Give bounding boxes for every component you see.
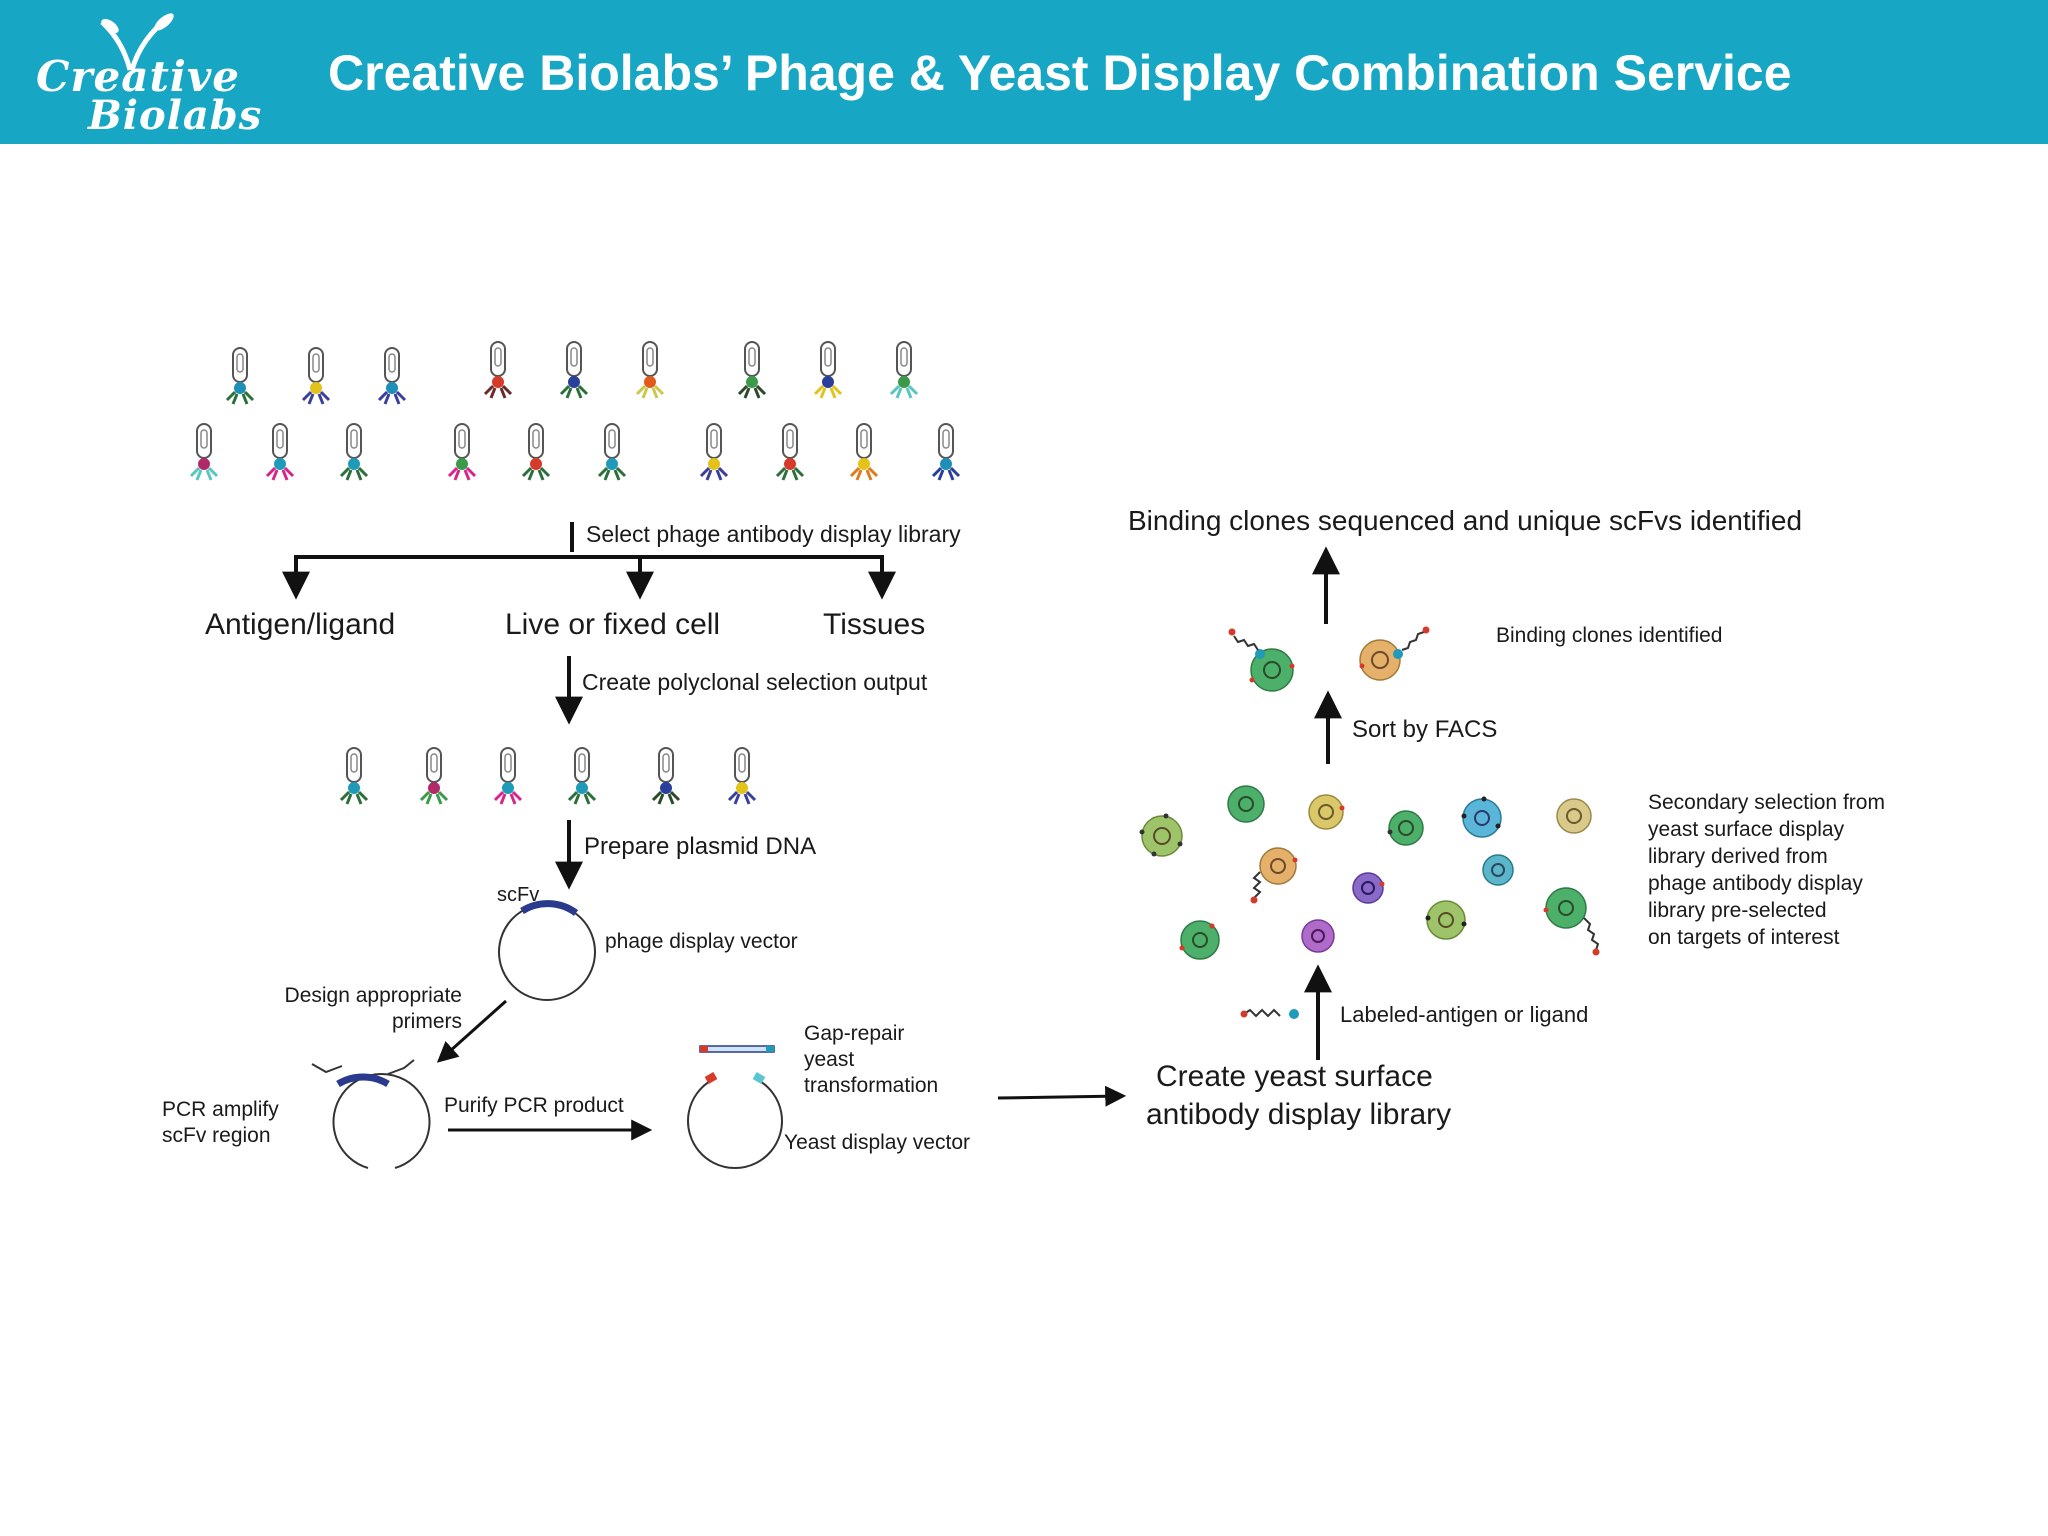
creative-biolabs-logo[interactable]: Creative Biolabs	[30, 12, 280, 139]
label-phage-vector: phage display vector	[605, 930, 798, 953]
selected-phage-group	[339, 747, 757, 805]
label-binding-identified: Binding clones identified	[1496, 624, 1723, 647]
yeast-cell	[1250, 847, 1298, 904]
phage-icon	[635, 341, 665, 399]
phage-icon	[889, 341, 919, 399]
phage-icon	[301, 347, 331, 405]
phage-icon	[567, 747, 597, 805]
vector-end-red	[704, 1072, 718, 1084]
arrow-to-library	[997, 1085, 1127, 1107]
phage-icon	[699, 423, 729, 481]
label-pcr-1: PCR amplify	[162, 1098, 279, 1121]
phage-icon	[813, 341, 843, 399]
phage-icon	[559, 341, 589, 399]
phage-icon	[189, 423, 219, 481]
vector-end-blue	[752, 1072, 766, 1084]
label-secondary-5: library pre-selected	[1648, 899, 1827, 922]
logo-text-biolabs: Biolabs	[88, 92, 263, 139]
phage-icon	[265, 423, 295, 481]
yeast-cell	[1543, 887, 1600, 956]
phage-icon	[377, 347, 407, 405]
yeast-cell	[1179, 920, 1220, 960]
label-secondary-2: yeast surface display	[1648, 818, 1845, 841]
phage-icon	[597, 423, 627, 481]
target-live-cell: Live or fixed cell	[505, 608, 720, 641]
primer-right	[387, 1059, 415, 1075]
page-title: Creative Biolabs’ Phage & Yeast Display …	[328, 45, 1792, 101]
header-banner: Creative Biolabs Creative Biolabs’ Phage…	[0, 0, 2048, 144]
yeast-cell	[1482, 854, 1514, 886]
label-purify-pcr: Purify PCR product	[444, 1094, 624, 1117]
label-secondary-6: on targets of interest	[1648, 926, 1840, 949]
phage-vector-plasmid	[498, 903, 596, 1001]
yeast-cell-pool	[1139, 785, 1600, 960]
yeast-cell	[1308, 794, 1345, 830]
phage-icon	[493, 747, 523, 805]
label-secondary-4: phage antibody display	[1648, 872, 1863, 895]
insert-end-blue	[766, 1046, 774, 1052]
gap-repair-insert	[699, 1045, 775, 1053]
phage-library-group	[189, 341, 961, 481]
label-secondary-1: Secondary selection from	[1648, 791, 1885, 814]
yeast-cell	[1139, 813, 1183, 857]
phage-icon	[419, 747, 449, 805]
label-gap-repair-3: transformation	[804, 1074, 938, 1097]
phage-icon	[737, 341, 767, 399]
insert-end-red	[700, 1046, 708, 1052]
label-sort-facs: Sort by FACS	[1352, 716, 1497, 743]
yeast-cell	[1461, 796, 1502, 838]
binding-clones-group	[1228, 626, 1430, 692]
label-design-primers-2: primers	[392, 1010, 462, 1033]
arrow-design-primers	[436, 999, 507, 1063]
label-create-library-1: Create yeast surface	[1156, 1060, 1433, 1093]
yeast-cell	[1228, 628, 1295, 692]
yeast-cell	[1301, 919, 1335, 953]
yeast-cell	[1425, 900, 1467, 940]
leaf-logo-icon	[100, 13, 174, 71]
phage-icon	[339, 747, 369, 805]
yeast-cell	[1227, 785, 1265, 823]
label-design-primers-1: Design appropriate	[285, 984, 462, 1007]
label-polyclonal-output: Create polyclonal selection output	[582, 669, 928, 695]
target-tissues: Tissues	[823, 608, 925, 641]
label-select-library: Select phage antibody display library	[586, 521, 961, 547]
label-prepare-plasmid: Prepare plasmid DNA	[584, 833, 816, 860]
yeast-cell	[1359, 626, 1430, 681]
pcr-scfv-region	[336, 1073, 390, 1088]
label-pcr-2: scFv region	[162, 1124, 271, 1147]
workflow-diagram: Select phage antibody display library An…	[162, 341, 1885, 1169]
scfv-insert	[520, 900, 579, 916]
label-yeast-vector: Yeast display vector	[784, 1131, 970, 1154]
phage-icon	[931, 423, 961, 481]
label-labeled-antigen: Labeled-antigen or ligand	[1340, 1002, 1588, 1027]
phage-icon	[651, 747, 681, 805]
phage-icon	[225, 347, 255, 405]
phage-icon	[849, 423, 879, 481]
labeled-antigen-icon	[1243, 1008, 1281, 1018]
phage-icon	[447, 423, 477, 481]
yeast-vector-plasmid	[687, 1079, 783, 1169]
primer-left	[311, 1063, 343, 1074]
phage-icon	[483, 341, 513, 399]
target-antigen-ligand: Antigen/ligand	[205, 608, 395, 641]
phage-icon	[521, 423, 551, 481]
label-final-result: Binding clones sequenced and unique scFv…	[1128, 505, 1802, 536]
phage-icon	[775, 423, 805, 481]
yeast-cell	[1387, 810, 1424, 846]
yeast-cell	[1352, 872, 1385, 904]
label-secondary-3: library derived from	[1648, 845, 1828, 868]
phage-icon	[339, 423, 369, 481]
label-scfv: scFv	[497, 884, 539, 906]
yeast-cell	[1556, 798, 1592, 834]
label-gap-repair-2: yeast	[804, 1048, 854, 1071]
phage-icon	[727, 747, 757, 805]
logo-text-creative: Creative	[36, 52, 240, 101]
pcr-plasmid	[332, 1072, 431, 1169]
label-create-library-2: antibody display library	[1146, 1098, 1451, 1131]
label-gap-repair-1: Gap-repair	[804, 1022, 904, 1045]
